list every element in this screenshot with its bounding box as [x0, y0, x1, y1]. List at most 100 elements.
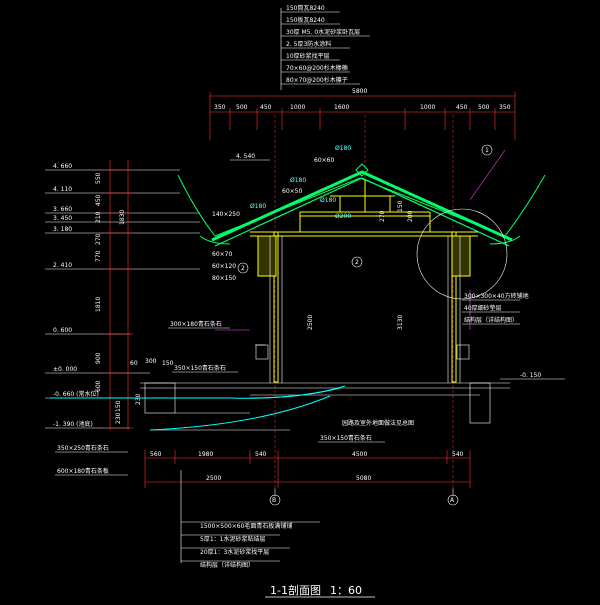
roof-layer-notes: 150筒瓦8240 150板瓦8240 30厚 M5. 0水泥砂浆卧瓦层 2. …: [280, 4, 370, 90]
floor-layer-1: 1500×500×60毛面青石板满铺铺: [200, 522, 292, 530]
top-dim-5: 1600: [334, 104, 349, 111]
label-h270: 270: [379, 210, 386, 222]
ldim-550: 550: [95, 172, 102, 184]
axis-bubbles: B A: [269, 488, 459, 506]
bottom-dim-text: 560 1980 540 4500 540 2500 5080: [150, 451, 464, 482]
bdim-2500: 2500: [206, 475, 221, 482]
section-mark-2: 2: [355, 259, 359, 266]
elev-0000: ±0. 000: [53, 366, 77, 373]
label-80x150: 80×150: [212, 275, 236, 282]
roof: [177, 163, 546, 247]
top-dim-2: 500: [236, 104, 248, 111]
ldim-230b: 230: [135, 393, 142, 405]
label-h2500: 2500: [307, 315, 314, 330]
roof-layer-3: 30厚 M5. 0水泥砂浆卧瓦层: [286, 28, 360, 36]
elev-4660: 4. 660: [53, 163, 72, 170]
label-d160: Ø180: [250, 203, 266, 210]
ldim-600: 600: [95, 380, 102, 392]
top-dim-8: 500: [478, 104, 490, 111]
callout-stone-low: 350×250青石条石: [57, 444, 109, 452]
callout-stone-top: 300×180青石条石: [170, 320, 222, 328]
leaders: [215, 149, 506, 331]
top-dim-text: 5800 350 500 450 1000 1600 1000 450 500 …: [214, 88, 511, 111]
top-dim-3: 450: [260, 104, 272, 111]
callout-stone-center: 350×150青石条石: [320, 434, 372, 442]
left-dim-text: 550 450 210 270 770 1810 900 600 150 230…: [95, 172, 142, 424]
label-60x120: 60×120: [212, 263, 236, 270]
floor-layer-2: 5厚1：1水泥砂浆粘结层: [200, 535, 265, 543]
bdim-1980: 1980: [198, 451, 213, 458]
label-60x70: 60×70: [212, 251, 232, 258]
label-140x250: 140×250: [212, 211, 240, 218]
bdim-540b: 540: [452, 451, 464, 458]
callout-pool-note: 园路及室外地面做法见总图: [342, 419, 414, 427]
elevation-text: 4. 660 4. 110 3. 660 3. 450 3. 180 2. 41…: [53, 153, 541, 428]
elev-pool-bottom: -1. 390 (池底): [53, 420, 93, 428]
axis-a: A: [450, 497, 455, 504]
axis-b: B: [272, 497, 276, 504]
water: [50, 385, 346, 431]
roof-layer-4: 2. 5厚3防水涂料: [286, 40, 331, 48]
elev-water: -0. 660 (常水位): [53, 390, 99, 398]
roof-layer-1: 150筒瓦8240: [286, 4, 325, 12]
label-d180b: Ø180: [290, 177, 306, 184]
label-60x60: 60×60: [314, 157, 334, 164]
eave-detail-circle: [416, 208, 508, 300]
roof-layer-2: 150板瓦8240: [286, 16, 325, 24]
callout-stone-mid: 350×150青石条石: [174, 364, 226, 372]
title-scale: 1：60: [330, 584, 362, 597]
bdim-4500: 4500: [352, 451, 367, 458]
ldim-270: 270: [95, 233, 102, 245]
ldim-900: 900: [95, 352, 102, 364]
floor-layer-notes: 1500×500×60毛面青石板满铺铺 5厚1：1水泥砂浆粘结层 20厚1：3水…: [180, 470, 320, 569]
section-mark-3: 2: [241, 265, 245, 272]
top-dimensions: [209, 92, 516, 140]
elev-0600: 0. 600: [53, 327, 72, 334]
top-dim-9: 350: [499, 104, 511, 111]
dim-150: 150: [162, 360, 174, 367]
elev-4540: 4. 540: [236, 153, 255, 160]
ldim-1810: 1810: [95, 297, 102, 312]
label-h150: 150: [397, 200, 404, 212]
label-d180d: Ø180: [320, 197, 336, 204]
floor-layer-3: 20厚1：3水泥砂浆找平层: [200, 548, 269, 556]
top-dim-6: 1000: [420, 104, 435, 111]
bottom-dimensions: [144, 450, 471, 488]
elev-3180: 3. 180: [53, 226, 72, 233]
callout-stone-slab: 600×180青石条板: [57, 467, 109, 475]
roof-layer-6: 70×60@200杉木椽桷: [286, 64, 348, 72]
stone-callouts: 300×180青石条石 350×150青石条石 350×250青石条石 600×…: [55, 320, 414, 476]
label-d200: Ø200: [335, 213, 351, 220]
title-name: 1-1剖面图: [270, 583, 321, 597]
dim-300: 300: [145, 358, 157, 365]
drawing-title: 1-1剖面图 1：60: [265, 583, 375, 598]
timber-frame: [250, 180, 478, 383]
ldim-230: 230: [115, 412, 122, 424]
label-60x50: 60×50: [282, 188, 302, 195]
ldim-210: 210: [95, 211, 102, 223]
label-h200: 200: [407, 210, 414, 222]
elev-4110: 4. 110: [53, 186, 72, 193]
elev-0150: -0. 150: [520, 372, 541, 379]
wall-note-3: 结构层（详结构图）: [464, 316, 518, 324]
top-dim-7: 450: [456, 104, 468, 111]
ldim-770: 770: [95, 250, 102, 262]
floor-layer-4: 结构层（详结构图）: [200, 561, 254, 569]
structure: [140, 236, 510, 431]
wall-note-1: 300×300×40方砖铺地: [464, 292, 529, 300]
ldim-450: 450: [95, 194, 102, 206]
top-dim-1: 350: [214, 104, 226, 111]
timber-labels: Ø180 60×60 Ø180 60×50 Ø180 140×250 Ø180 …: [212, 145, 414, 330]
left-dimension-chain: [104, 160, 134, 430]
wall-note-2: 40厚细砂垫层: [464, 304, 502, 312]
bdim-560: 560: [150, 451, 162, 458]
label-h3130: 3130: [397, 315, 404, 330]
roof-layer-5: 10厚砂浆找平层: [286, 52, 330, 60]
elev-2410: 2. 410: [53, 262, 72, 269]
ldim-150: 150: [115, 400, 122, 412]
dim-60: 60: [130, 360, 138, 367]
top-dim-4: 1000: [290, 104, 305, 111]
ldim-1830: 1830: [119, 210, 126, 225]
